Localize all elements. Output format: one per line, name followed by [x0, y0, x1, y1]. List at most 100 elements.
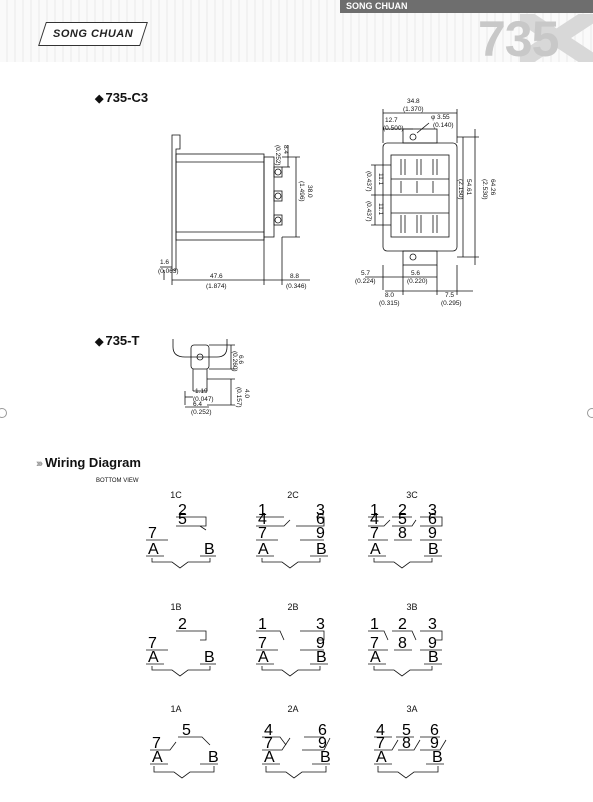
pin-label: 9 — [430, 735, 439, 752]
pin-label: A — [258, 649, 269, 666]
pin-label: 4 — [258, 511, 267, 528]
pin-label: B — [428, 649, 439, 666]
wiring-diagram-title: Wiring Diagram — [45, 455, 141, 470]
dim-side-5: 8.8 — [290, 273, 299, 280]
section-title-c3: ◆735-C3 — [95, 90, 149, 105]
pin-label: 6 — [316, 511, 325, 528]
pin-label: 8 — [398, 525, 407, 542]
pin-label: 3 — [316, 502, 325, 519]
dim-top-p1: 11.1 — [377, 173, 384, 186]
pin-label: 1 — [370, 502, 379, 519]
pin-label: A — [258, 541, 269, 558]
bottom-view-label: BOTTOM VIEW — [96, 478, 139, 484]
diagram-label-1a: 1A — [170, 704, 182, 714]
side-view-drawing: 8.4 (0.252) 38.0 (1.496) 1.6 (0.063) 47.… — [158, 134, 313, 290]
pin-label: 7 — [370, 635, 379, 652]
dim-t-d-in: (0.252) — [191, 409, 212, 416]
pin-label: 5 — [398, 511, 407, 528]
pin-label: 5 — [178, 511, 187, 528]
pin-label: 6 — [428, 511, 437, 528]
pin-label: 4 — [370, 511, 379, 528]
binder-hole-left — [0, 408, 7, 418]
wiring-diagrams-svg: 2 5 7 A B 1 4 3 6 7 9 A B 1 4 2 5 3 6 7 … — [146, 502, 447, 779]
model-number: 735 — [478, 11, 559, 67]
pin-label: 7 — [148, 525, 157, 542]
pin-label: 5 — [182, 722, 191, 739]
dim-t-b: 4.0 — [243, 389, 250, 398]
pin-label: B — [208, 749, 219, 766]
pin-label: 4 — [376, 722, 385, 739]
top-view-drawing: 34.8 (1.370) 12.7 (0.500) φ 3.55 (0.140)… — [355, 98, 496, 307]
pin-label: 2 — [178, 502, 187, 519]
pin-label: B — [320, 749, 331, 766]
pin-label: 8 — [402, 735, 411, 752]
dim-top-p1-in: (0.437) — [365, 171, 372, 192]
diagram-label-3c: 3C — [406, 490, 418, 500]
brand-bar: SONG CHUAN — [340, 0, 593, 13]
dim-top-p2-in: (0.437) — [365, 201, 372, 222]
pin-label: B — [316, 649, 327, 666]
dim-top-b2-in: (0.220) — [407, 278, 428, 285]
pin-label: 7 — [258, 525, 267, 542]
pin-label: B — [432, 749, 443, 766]
dim-top-b1: 5.7 — [361, 270, 370, 277]
pin-label: 6 — [430, 722, 439, 739]
pin-label: 9 — [316, 635, 325, 652]
section-title-t: ◆735-T — [95, 333, 140, 348]
dim-top-l2: 64.26 — [489, 179, 496, 196]
diagram-label-2b: 2B — [287, 602, 299, 612]
pin-label: A — [376, 749, 387, 766]
pin-label: 7 — [370, 525, 379, 542]
dim-top-hole-in: (0.140) — [433, 122, 454, 129]
pin-label: 1 — [370, 616, 379, 633]
dim-top-w-in: (1.370) — [403, 106, 424, 113]
pin-label: 2 — [398, 502, 407, 519]
dim-t-a: 6.6 — [237, 355, 244, 364]
pin-label: 2 — [178, 616, 187, 633]
pin-label: A — [152, 749, 163, 766]
dim-t-c: 1.19 — [195, 388, 208, 395]
dim-side-1: 8.4 — [282, 145, 289, 154]
pin-label: A — [264, 749, 275, 766]
dim-top-b3-in: (0.315) — [379, 300, 400, 307]
pin-label: A — [148, 649, 159, 666]
logo-text: SONG CHUAN — [52, 28, 134, 40]
pin-label: A — [148, 541, 159, 558]
dim-side-5-in: (0.346) — [286, 283, 307, 290]
diagram-label-3b: 3B — [406, 602, 418, 612]
pin-label: 9 — [428, 635, 437, 652]
dim-top-b3: 8.0 — [385, 292, 394, 299]
section-title-t-text: 735-T — [105, 333, 140, 348]
dim-top-p2: 11.1 — [377, 203, 384, 216]
pin-label: 1 — [258, 616, 267, 633]
dim-top-b2: 5.6 — [411, 270, 420, 277]
dim-top-hole: φ 3.55 — [431, 114, 450, 121]
dim-top-l2-in: (2.530) — [481, 179, 488, 200]
pin-label: B — [204, 649, 215, 666]
dim-t-d: 6.4 — [193, 401, 202, 408]
dim-side-3: 1.6 — [160, 259, 169, 266]
section-title-c3-text: 735-C3 — [105, 90, 149, 105]
dim-top-a: 12.7 — [385, 117, 398, 124]
pin-label: 7 — [258, 635, 267, 652]
dim-top-l1-in: (2.150) — [457, 179, 464, 200]
dim-side-2: 38.0 — [306, 185, 313, 198]
pin-label: A — [370, 541, 381, 558]
binder-hole-right — [587, 408, 593, 418]
pin-label: 7 — [148, 635, 157, 652]
dim-t-a-in: (0.260) — [231, 351, 238, 372]
pin-label: B — [316, 541, 327, 558]
pin-label: 4 — [264, 722, 273, 739]
dim-top-l1: 54.61 — [465, 179, 472, 196]
pin-label: 3 — [428, 502, 437, 519]
dim-t-b-in: (0.157) — [235, 387, 242, 408]
chevron-right-icon: ››› — [36, 458, 43, 470]
dim-top-a-in: (0.500) — [383, 125, 404, 132]
pin-label: 1 — [258, 502, 267, 519]
dim-top-b4: 7.5 — [445, 292, 454, 299]
wiring-diagram-heading: ›››Wiring Diagram — [36, 455, 141, 470]
brand-logo: SONG CHUAN — [38, 22, 148, 46]
diagram-label-2c: 2C — [287, 490, 299, 500]
pin-label: 7 — [376, 735, 385, 752]
dim-side-2-in: (1.496) — [298, 181, 305, 202]
